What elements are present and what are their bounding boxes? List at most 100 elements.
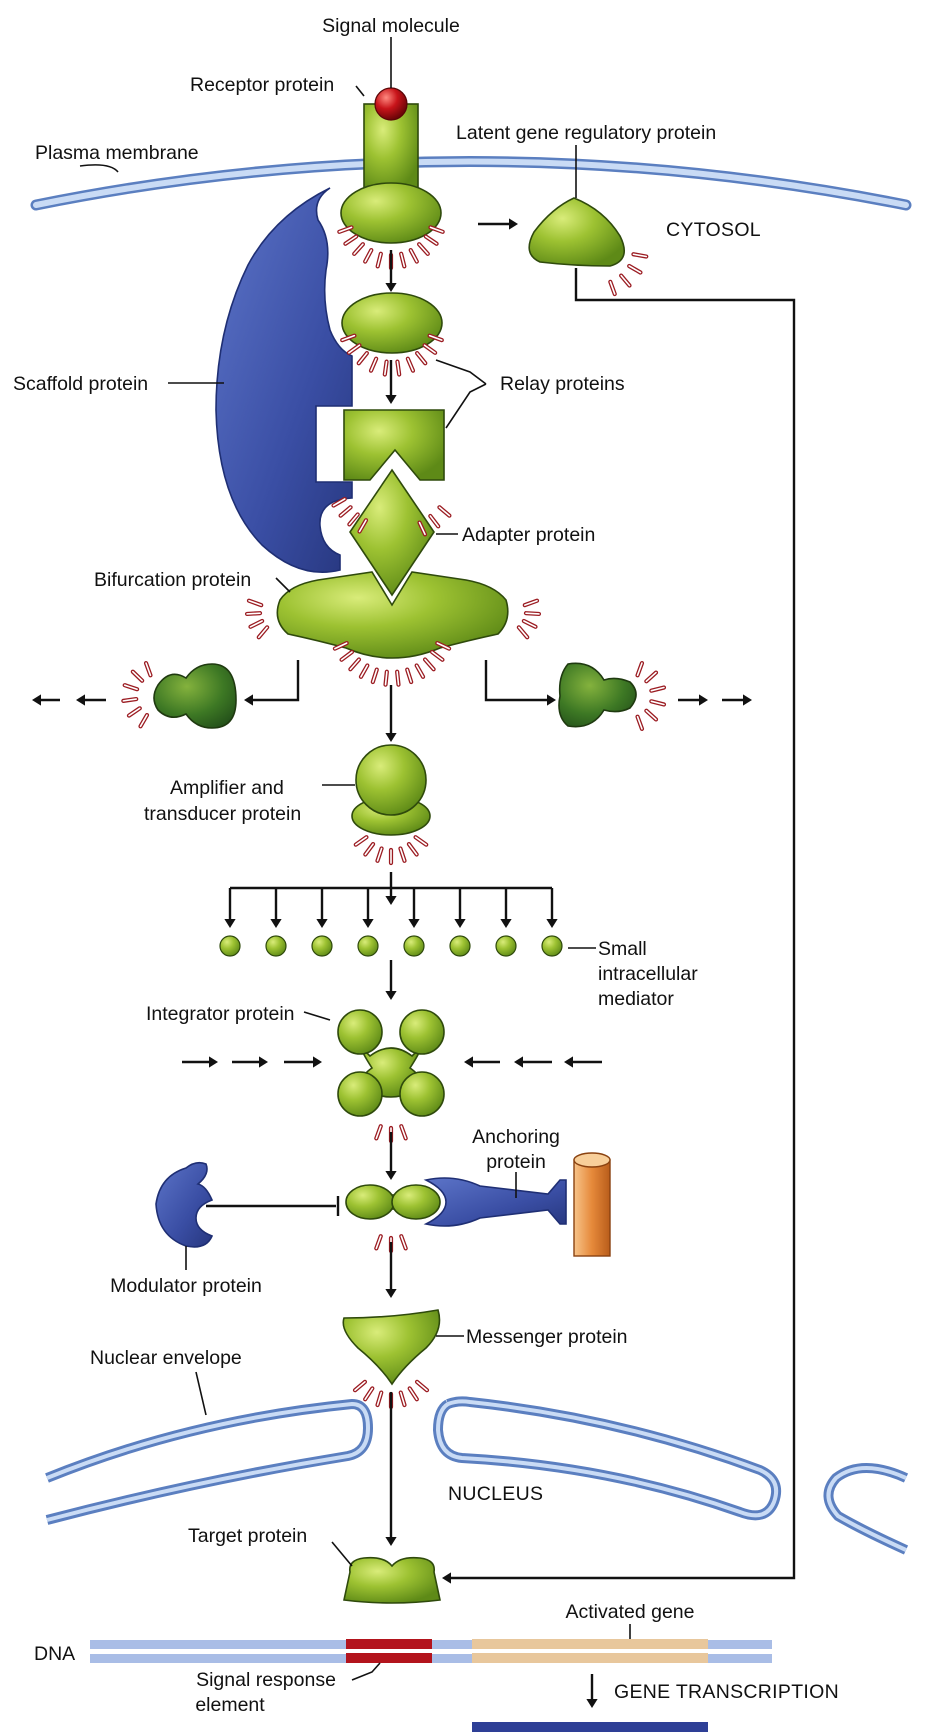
mediator-dot [265, 935, 287, 957]
mediator-dot [357, 935, 379, 957]
arrowhead [464, 1056, 473, 1068]
phosphate-tick-center [122, 698, 138, 702]
phosphate-tick-center [338, 226, 353, 233]
arrowhead [385, 283, 397, 292]
phosphate-tick-center [409, 249, 418, 263]
phosphate-tick-center [418, 243, 429, 255]
phosphate-tick-center [399, 1391, 406, 1406]
phosphate-tick-center [438, 506, 451, 517]
mediator-dot [403, 935, 425, 957]
phosphate-tick-center [341, 334, 356, 341]
phosphate-tick-center [364, 249, 373, 263]
label-activated-gene: Activated gene [565, 1601, 694, 1623]
phosphate-tick-center [364, 1387, 374, 1401]
label-modulator: Modulator protein [110, 1275, 262, 1297]
label-plasma-membrane: Plasma membrane [35, 142, 199, 164]
mediator-dot [311, 935, 333, 957]
phosphate-tick-center [645, 671, 657, 683]
phosphate-tick-center [376, 252, 382, 268]
phosphate-tick-center [353, 243, 364, 255]
phosphate-tick-center [248, 599, 263, 606]
phosphate-tick-center [436, 642, 450, 650]
phosphate-tick-center [636, 662, 643, 677]
arrowhead [500, 919, 512, 928]
adapter-protein-shape [349, 468, 435, 597]
phosphate-tick-center [128, 707, 141, 717]
label-anchoring-1: Anchoring [472, 1126, 560, 1148]
label-integrator: Integrator protein [146, 1003, 295, 1025]
label-sre-1: Signal response [196, 1669, 336, 1691]
phosphate-tick-center [416, 352, 427, 365]
phosphate-tick-center [396, 360, 400, 376]
phosphate-tick-center [249, 620, 263, 628]
arrowhead [385, 991, 397, 1000]
phosphate-tick-center [364, 843, 374, 856]
arrowhead [259, 1056, 268, 1068]
phosphate-tick-center [145, 662, 152, 677]
arrowhead [408, 919, 420, 928]
small-mediators [219, 935, 563, 957]
phosphate-tick-center [418, 521, 426, 536]
leader-lines [79, 37, 631, 1681]
arrowhead [385, 733, 397, 742]
phosphate-tick-center [425, 235, 438, 245]
signal-molecule-shape [374, 87, 408, 121]
phosphate-tick-center [348, 513, 359, 526]
target-protein-shape [343, 1556, 441, 1604]
mediator-dot [219, 935, 241, 957]
mediator-dot [449, 935, 471, 957]
arrowhead [76, 694, 85, 706]
labels: Signal molecule Receptor protein Plasma … [13, 15, 839, 1716]
phosphate-tick-center [650, 686, 665, 692]
phosphate-tick-center [334, 642, 348, 650]
phosphate-tick-center [628, 265, 642, 274]
scaffold-protein-shape [215, 187, 353, 573]
phosphate-tick-center [518, 626, 529, 639]
phosphate-tick-center [375, 1235, 382, 1250]
relay-protein-2 [343, 409, 445, 481]
arrowhead [385, 896, 397, 905]
label-gene-transcription: GENE TRANSCRIPTION [614, 1681, 839, 1703]
phosphate-tick-center [372, 668, 378, 683]
phosphate-tick-center [384, 360, 388, 376]
phosphate-tick-center [358, 519, 367, 533]
arrowhead [586, 1699, 598, 1708]
label-small-3: mediator [598, 988, 674, 1010]
phosphate-tick-center [246, 612, 261, 615]
label-latent-gene: Latent gene regulatory protein [456, 122, 716, 144]
label-small-1: Small [598, 938, 647, 960]
dna-strand [90, 1639, 772, 1663]
phosphate-tick-center [609, 281, 616, 295]
phosphate-tick-center [340, 651, 353, 661]
label-messenger: Messenger protein [466, 1326, 628, 1348]
phosphate-tick-center [400, 252, 406, 268]
bifurcation-protein-shape [276, 571, 509, 659]
relay-protein-1 [341, 292, 443, 354]
phosphate-tick-center [376, 1391, 383, 1406]
arrowhead [385, 395, 397, 404]
arrow-line [450, 268, 796, 1580]
arrowhead [385, 1537, 397, 1546]
label-signal-molecule: Signal molecule [322, 15, 460, 37]
phosphate-tick-center [424, 658, 435, 671]
phosphate-tick-center [414, 836, 428, 846]
arrowhead [32, 694, 41, 706]
phosphate-tick-center [132, 670, 143, 682]
phosphate-tick-center [632, 253, 648, 258]
phosphate-tick-center [348, 344, 361, 354]
label-bifurcation: Bifurcation protein [94, 569, 251, 591]
right-effector [558, 662, 637, 728]
phosphate-tick-center [360, 664, 369, 678]
pathway-arrows [32, 218, 796, 1708]
phosphate-tick-center [429, 226, 444, 233]
arrowhead [313, 1056, 322, 1068]
label-target: Target protein [188, 1525, 307, 1547]
phosphate-tick-center [400, 1235, 407, 1250]
label-receptor-protein: Receptor protein [190, 74, 334, 96]
arrowhead [316, 919, 328, 928]
phosphate-tick-center [620, 274, 631, 287]
label-cytosol: CYTOSOL [666, 219, 761, 241]
arrowhead [270, 919, 282, 928]
arrowhead [442, 1572, 451, 1584]
